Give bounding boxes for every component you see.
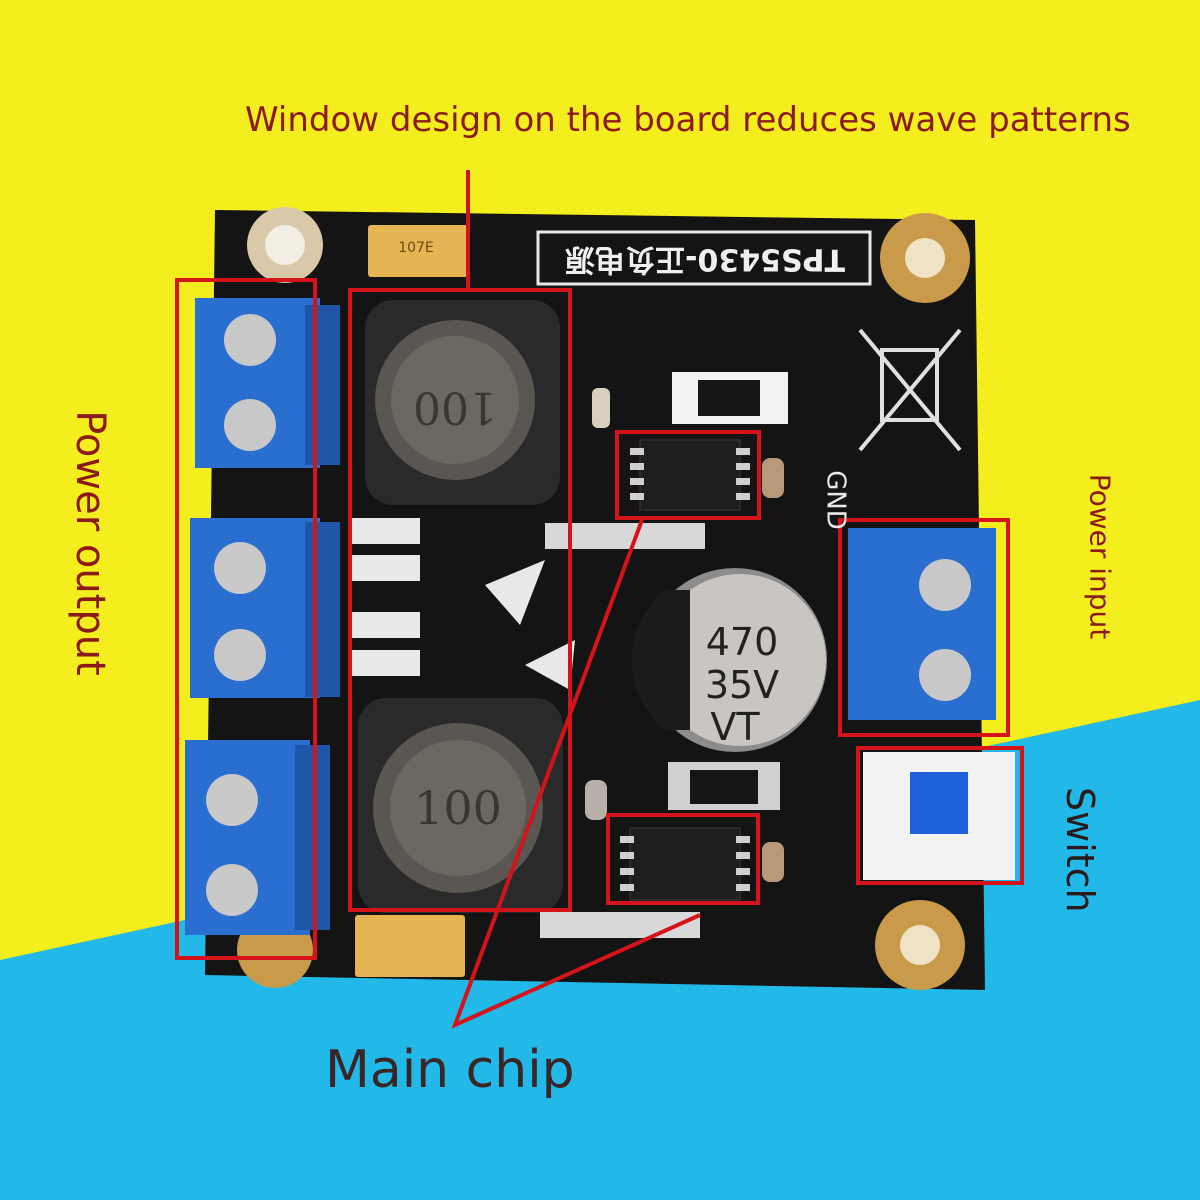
inductor-bottom xyxy=(358,698,563,913)
power-input-label: Power input xyxy=(1083,473,1117,640)
highlight-main-chip-top xyxy=(615,430,761,520)
weee-icon xyxy=(858,328,962,452)
terminal-block-output-3 xyxy=(185,740,330,935)
tantalum-marking: 107E xyxy=(398,240,434,256)
mounting-hole-bottom-right xyxy=(875,900,965,990)
tantalum-capacitor-bottom xyxy=(355,915,465,977)
gnd-label: GND xyxy=(821,470,851,530)
main-chip-label: Main chip xyxy=(325,1040,575,1100)
capacitor-voltage: 35V xyxy=(705,663,779,707)
electrolytic-capacitor xyxy=(631,568,827,752)
mounting-hole-top-right xyxy=(880,213,970,303)
main-chip-top xyxy=(630,439,750,511)
inductor-top-marking: 100 xyxy=(413,382,497,433)
highlight-switch xyxy=(856,746,1024,885)
leader-main-chip xyxy=(451,519,701,1029)
pcb-board xyxy=(185,207,1015,990)
highlight-power-input xyxy=(838,518,1010,737)
inductor-bottom-marking: 100 xyxy=(414,781,502,835)
capacitor-series: VT xyxy=(710,705,760,749)
inductor-top xyxy=(365,300,560,505)
highlight-inductors xyxy=(348,288,572,912)
main-chip-bottom xyxy=(620,827,750,901)
power-switch xyxy=(863,752,1015,880)
switch-label: Switch xyxy=(1058,787,1102,913)
mounting-hole-top-left xyxy=(247,207,323,283)
capacitor-value: 470 xyxy=(706,620,779,664)
highlight-power-output xyxy=(175,278,317,960)
esd-icon xyxy=(485,560,545,625)
tantalum-capacitor-top xyxy=(368,225,468,277)
silkscreen-title: TPS5430-正负电源 xyxy=(565,242,845,277)
terminal-block-input xyxy=(848,528,996,720)
highlight-main-chip-bottom xyxy=(606,813,760,905)
power-output-label: Power output xyxy=(67,410,113,676)
terminal-block-output-2 xyxy=(190,518,340,698)
terminal-block-output-1 xyxy=(195,298,340,468)
window-design-label: Window design on the board reduces wave … xyxy=(245,100,1131,140)
